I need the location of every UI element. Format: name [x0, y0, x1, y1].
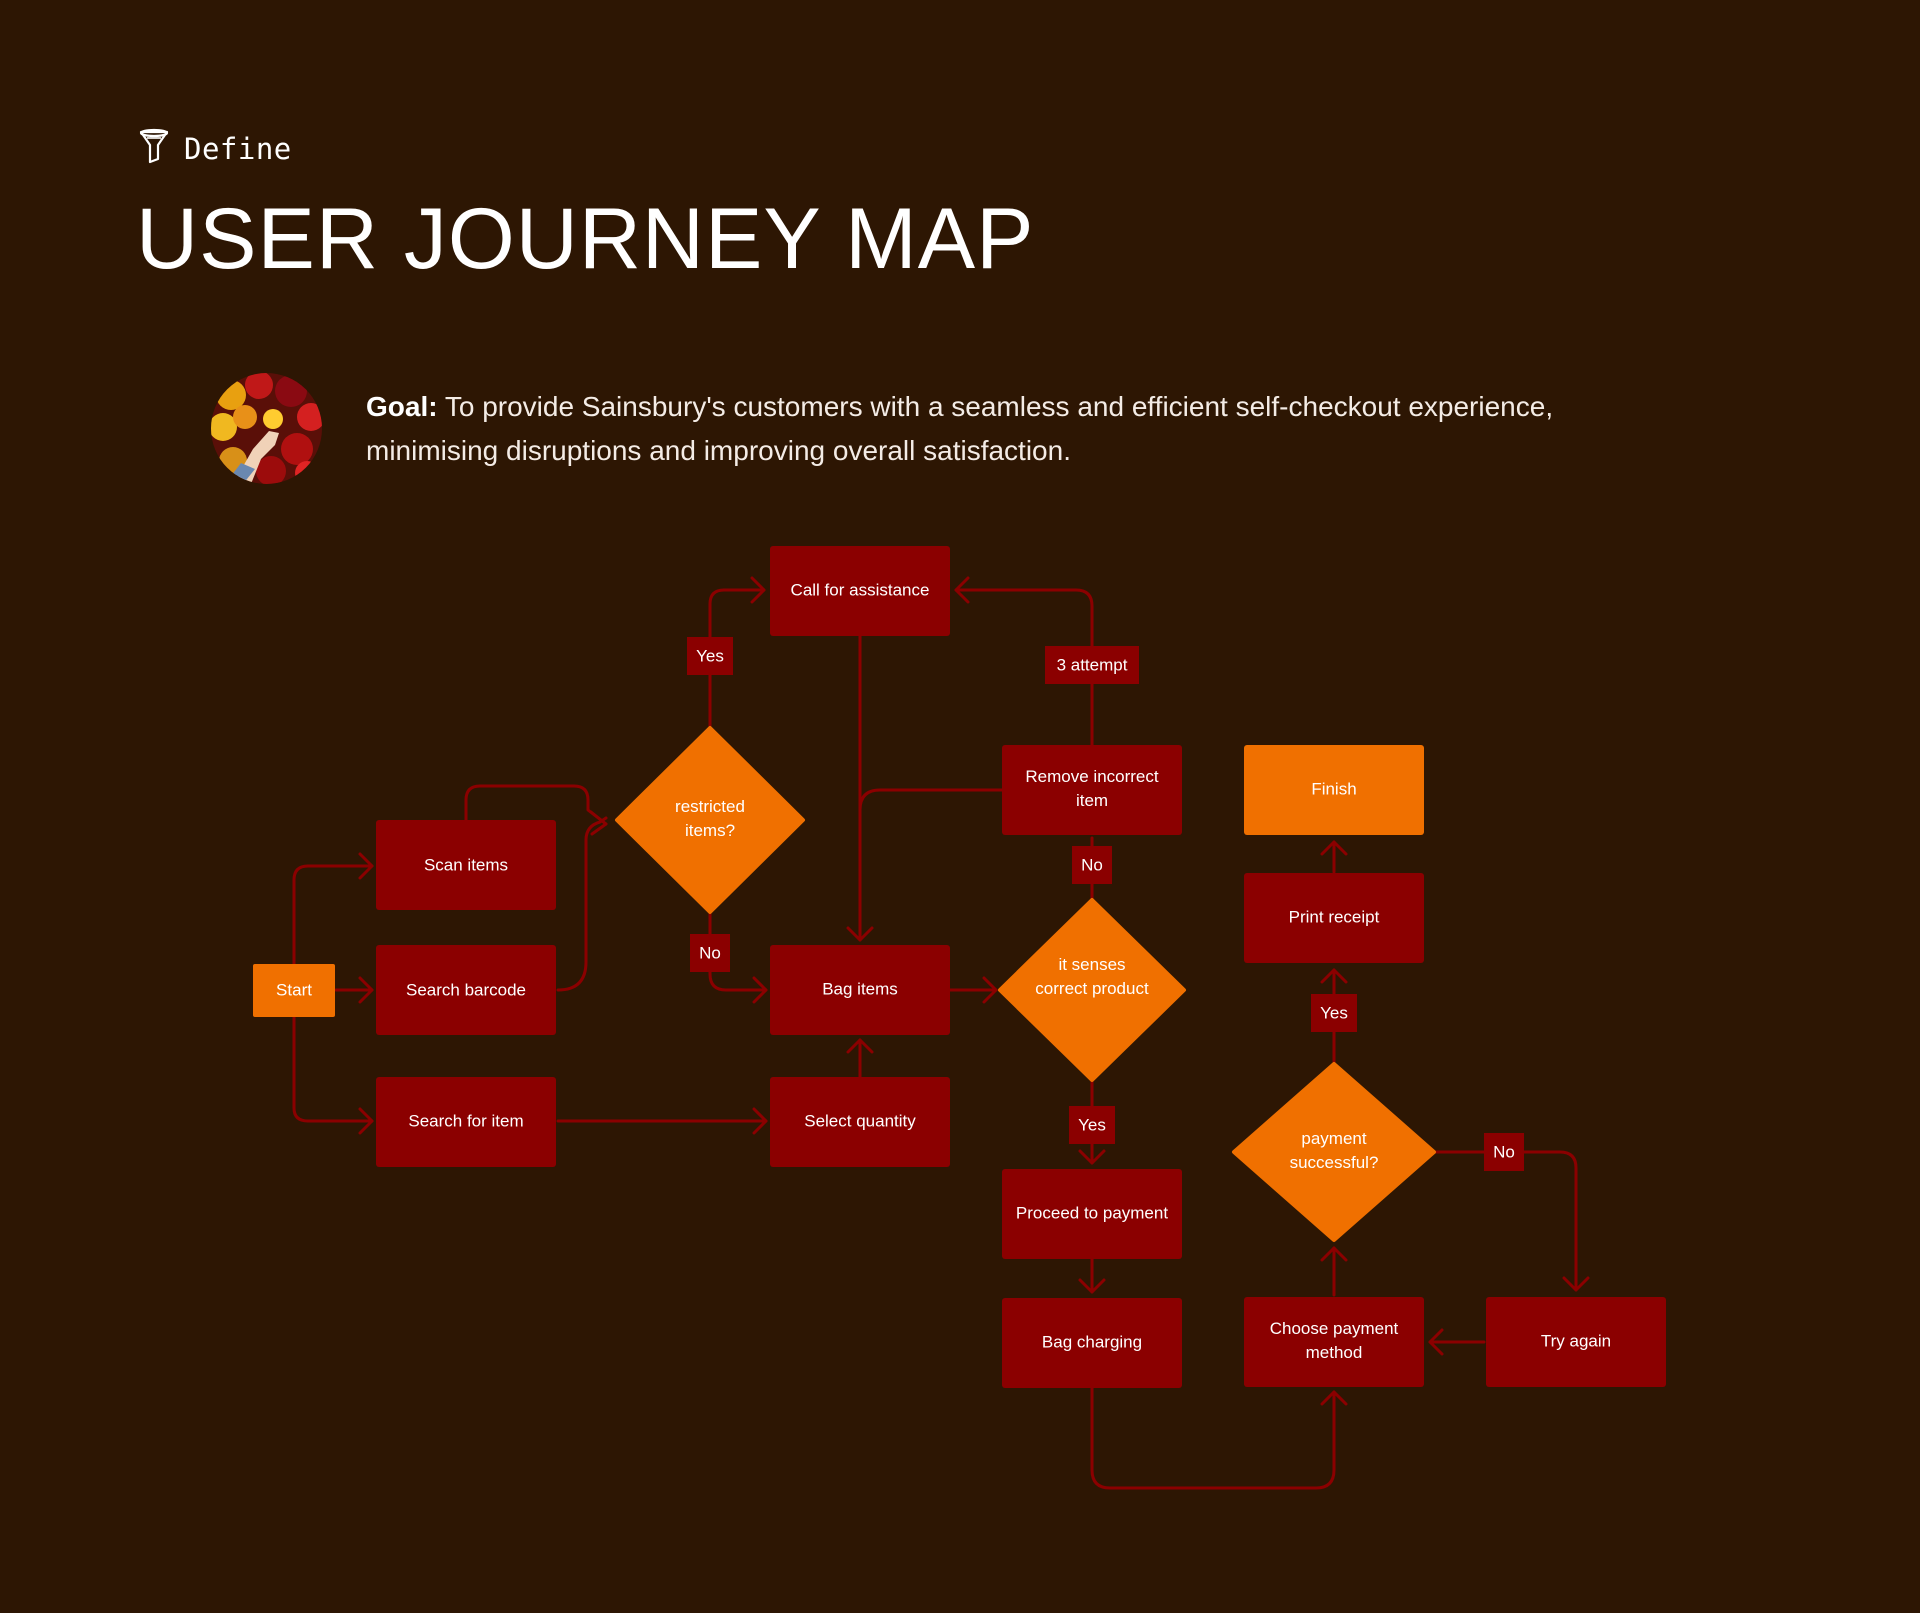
goal-label: Goal: [366, 391, 438, 422]
node-try-again-label: Try again [1541, 1331, 1611, 1350]
node-select-quantity: Select quantity [770, 1077, 950, 1167]
svg-text:Yes: Yes [696, 646, 724, 665]
section-label: Define [184, 131, 292, 166]
node-finish-label: Finish [1311, 779, 1356, 798]
connector-remove-to-bag [858, 788, 1004, 812]
edge-label-payment-no: No [1484, 1133, 1524, 1171]
edge-label-senses-yes: Yes [1069, 1106, 1115, 1144]
connector-payment-no [1432, 1150, 1578, 1292]
svg-text:Yes: Yes [1078, 1115, 1106, 1134]
node-bag-charging-label: Bag charging [1042, 1332, 1142, 1351]
node-search-barcode: Search barcode [376, 945, 556, 1035]
connector-scan-to-restricted [464, 784, 608, 826]
connector-attempts-to-assist [954, 588, 1094, 747]
node-start-label: Start [276, 980, 312, 999]
avatar [211, 373, 322, 484]
node-bag-items-label: Bag items [822, 979, 898, 998]
svg-text:No: No [1493, 1142, 1515, 1161]
connector-start-branches [292, 864, 374, 1123]
edge-label-senses-no: No [1072, 846, 1112, 884]
connector-barcode-to-restricted [556, 816, 608, 992]
connector-restricted-no [708, 912, 768, 992]
goal-description: To provide Sainsbury's customers with a … [366, 391, 1554, 466]
node-finish: Finish [1244, 745, 1424, 835]
node-bag-items: Bag items [770, 945, 950, 1035]
node-bag-charging: Bag charging [1002, 1298, 1182, 1388]
goal-text: Goal: To provide Sainsbury's customers w… [366, 385, 1666, 473]
funnel-icon [138, 128, 170, 169]
node-call-for-assistance: Call for assistance [770, 546, 950, 636]
section-tag: Define [138, 128, 292, 169]
svg-text:3 attempt: 3 attempt [1057, 655, 1128, 674]
svg-text:No: No [699, 943, 721, 962]
connector-restricted-yes [708, 588, 766, 728]
node-search-for-item-label: Search for item [408, 1111, 523, 1130]
node-scan-items: Scan items [376, 820, 556, 910]
node-scan-items-label: Scan items [424, 855, 508, 874]
page-title: USER JOURNEY MAP [136, 191, 1035, 287]
node-search-for-item: Search for item [376, 1077, 556, 1167]
svg-text:No: No [1081, 855, 1103, 874]
node-search-barcode-label: Search barcode [406, 980, 526, 999]
node-print-receipt-label: Print receipt [1289, 907, 1380, 926]
connector-bagcharge-to-choosepay [1090, 1386, 1336, 1490]
node-proceed-to-payment-label: Proceed to payment [1016, 1203, 1168, 1222]
node-proceed-to-payment: Proceed to payment [1002, 1169, 1182, 1259]
node-print-receipt: Print receipt [1244, 873, 1424, 963]
edge-label-three-attempts: 3 attempt [1045, 646, 1139, 684]
edge-label-payment-yes: Yes [1311, 994, 1357, 1032]
edge-label-restricted-yes: Yes [687, 637, 733, 675]
node-call-for-assistance-label: Call for assistance [791, 580, 930, 599]
arrowheads [358, 576, 1590, 1406]
node-try-again: Try again [1486, 1297, 1666, 1387]
edge-label-restricted-no: No [690, 934, 730, 972]
node-start: Start [253, 964, 335, 1017]
svg-text:Yes: Yes [1320, 1003, 1348, 1022]
node-select-quantity-label: Select quantity [804, 1111, 916, 1130]
